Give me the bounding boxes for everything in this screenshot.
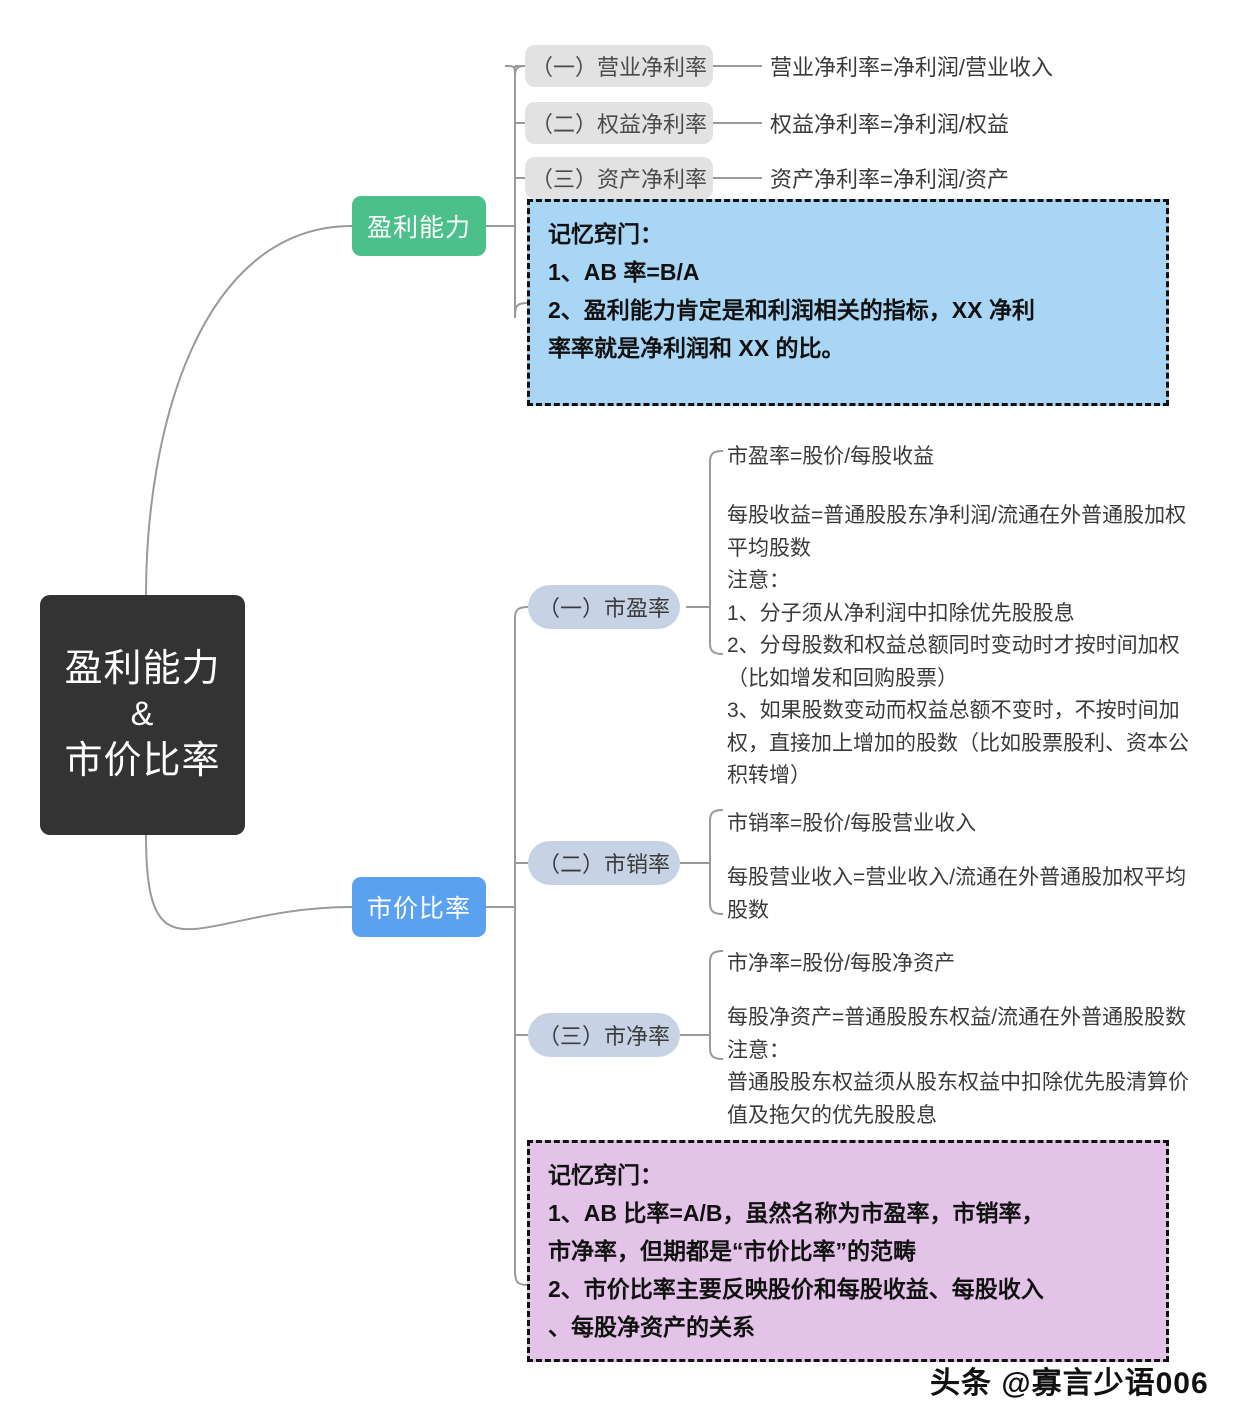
pe-formula: 市盈率=股价/每股收益 <box>727 445 935 468</box>
ps-note-line: 每股营业收入=营业收入/流通在外普通股加权平均 <box>727 866 1187 889</box>
root-node[interactable]: 盈利能力 & 市价比率 <box>40 595 245 835</box>
pe-note-line: 2、分母股数和权益总额同时变动时才按时间加权 <box>727 634 1180 658</box>
memory-tip-market-ratio: 记忆窍门： 1、AB 比率=A/B，虽然名称为市盈率，市销率， 市净率，但期都是… <box>527 1140 1169 1362</box>
detail-price-earnings-notes: 每股收益=普通股股东净利润/流通在外普通股加权 平均股数 注意： 1、分子须从净… <box>727 500 1189 793</box>
detail-price-book-notes: 每股净资产=普通股股东权益/流通在外普通股股数 注意： 普通股股东权益须从股东权… <box>727 1002 1189 1132</box>
pill-price-earnings-ratio[interactable]: （一）市盈率 <box>528 585 680 629</box>
tip-line-2: 市净率，但期都是“市价比率”的范畴 <box>548 1237 916 1264</box>
branch-node-market-ratio[interactable]: 市价比率 <box>352 877 486 937</box>
pill-price-book-ratio[interactable]: （三）市净率 <box>528 1013 680 1057</box>
formula-equity-net-margin: 权益净利率=净利润/权益 <box>770 112 1009 137</box>
pill-price-sales-ratio[interactable]: （二）市销率 <box>528 841 680 885</box>
pe-note-line: 平均股数 <box>727 536 811 560</box>
pe-note-line: 权，直接加上增加的股数（比如股票股利、资本公 <box>727 731 1189 755</box>
root-line-1: 盈利能力 <box>64 647 221 690</box>
pill-asset-net-margin[interactable]: （三）资产净利率 <box>525 157 713 199</box>
detail-price-sales-notes: 每股营业收入=营业收入/流通在外普通股加权平均 股数 <box>727 862 1189 927</box>
tip-line-1: 1、AB 率=B/A <box>548 258 700 285</box>
pe-note-line: 每股收益=普通股股东净利润/流通在外普通股加权 <box>727 504 1187 527</box>
pb-note-line: 普通股股东权益须从股东权益中扣除优先股清算价 <box>727 1071 1189 1095</box>
pe-note-line: 注意： <box>727 569 790 593</box>
root-ampersand: & <box>130 695 155 734</box>
memory-tip-profitability: 记忆窍门： 1、AB 率=B/A 2、盈利能力肯定是和利润相关的指标，XX 净利… <box>527 199 1169 406</box>
pb-formula: 市净率=股份/每股净资产 <box>727 952 956 975</box>
tip-title: 记忆窍门： <box>548 221 663 247</box>
tip-line-4: 、每股净资产的关系 <box>548 1313 755 1340</box>
pe-note-line: 积转增） <box>727 764 811 788</box>
formula-asset-net-margin: 资产净利率=净利润/资产 <box>770 167 1009 192</box>
branch-node-profitability[interactable]: 盈利能力 <box>352 196 486 256</box>
tip-title: 记忆窍门： <box>548 1162 663 1188</box>
formula-operating-net-margin: 营业净利率=净利润/营业收入 <box>770 55 1053 80</box>
pb-note-line: 值及拖欠的优先股股息 <box>727 1103 937 1127</box>
pill-operating-net-margin[interactable]: （一）营业净利率 <box>525 45 713 87</box>
detail-price-earnings-formula: 市盈率=股价/每股收益 <box>727 441 1189 474</box>
tip-line-3: 率率就是净利润和 XX 的比。 <box>548 334 845 361</box>
pill-equity-net-margin[interactable]: （二）权益净利率 <box>525 102 713 144</box>
pb-note-line: 每股净资产=普通股股东权益/流通在外普通股股数 <box>727 1006 1187 1029</box>
ps-note-line: 股数 <box>727 898 769 922</box>
tip-line-1: 1、AB 比率=A/B，虽然名称为市盈率，市销率， <box>548 1199 1045 1226</box>
ps-formula: 市销率=股价/每股营业收入 <box>727 812 977 835</box>
tip-line-3: 2、市价比率主要反映股价和每股收益、每股收入 <box>548 1275 1044 1302</box>
detail-price-book-formula: 市净率=股份/每股净资产 <box>727 948 1189 981</box>
pe-note-line: 3、如果股数变动而权益总额不变时，不按时间加 <box>727 699 1180 723</box>
pb-note-line: 注意： <box>727 1038 790 1062</box>
pe-note-line: 1、分子须从净利润中扣除优先股股息 <box>727 601 1075 625</box>
pe-note-line: （比如增发和回购股票） <box>727 666 958 690</box>
watermark: 头条 @寡言少语006 <box>930 1367 1209 1400</box>
tip-line-2: 2、盈利能力肯定是和利润相关的指标，XX 净利 <box>548 296 1035 323</box>
detail-price-sales-formula: 市销率=股价/每股营业收入 <box>727 808 1189 841</box>
root-line-2: 市价比率 <box>64 739 221 782</box>
